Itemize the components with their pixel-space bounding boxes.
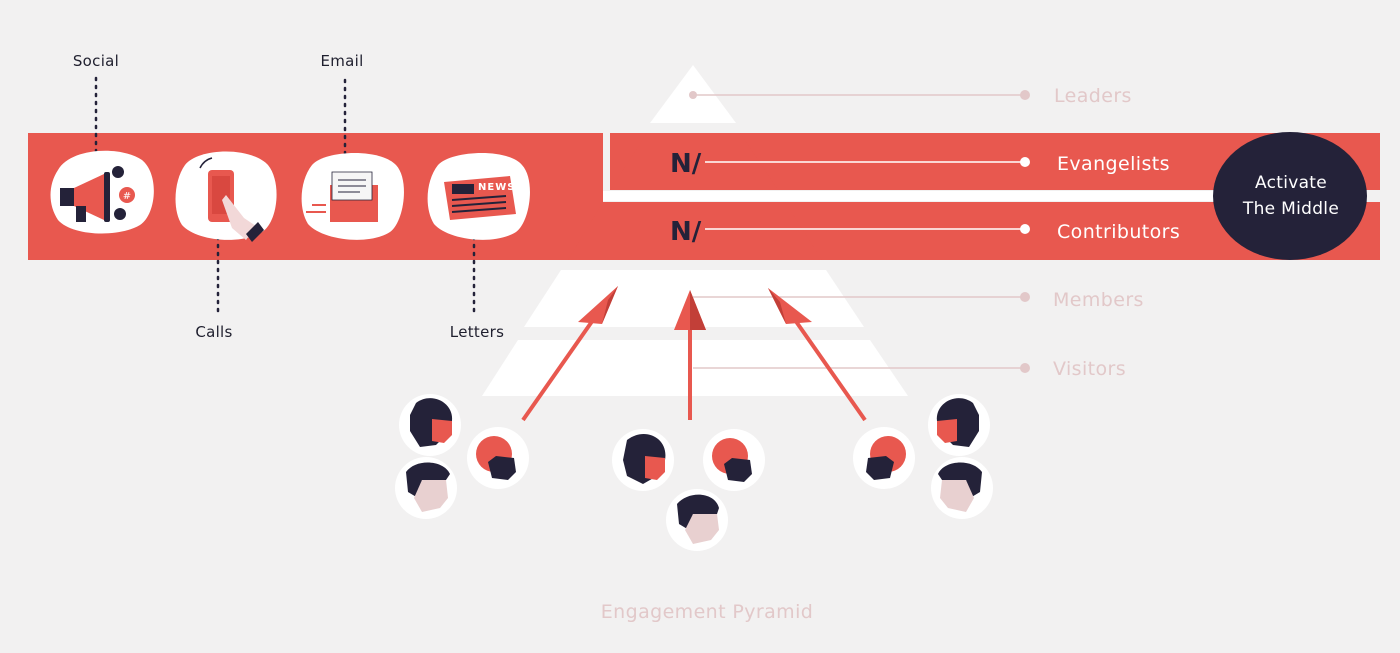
person-avatar <box>928 394 990 456</box>
contributors-badge: N/ <box>670 217 702 247</box>
tier-contributors-shape <box>568 202 822 260</box>
diagram-caption: Engagement Pyramid <box>601 601 813 623</box>
person-avatar <box>399 394 461 456</box>
tier-connectors <box>689 90 1030 373</box>
megaphone-icon: # <box>50 150 154 234</box>
newspaper-icon: NEWS <box>427 152 530 240</box>
tier-label-visitors: Visitors <box>1053 358 1126 380</box>
tier-label-members: Members <box>1053 289 1144 311</box>
phone-icon <box>175 151 277 242</box>
tier-members-shape <box>524 270 864 327</box>
person-avatar <box>666 489 728 551</box>
pyramid <box>482 65 1260 396</box>
activate-line2: The Middle <box>1242 199 1339 219</box>
person-avatar <box>703 429 765 491</box>
tier-label-leaders: Leaders <box>1054 85 1132 107</box>
evangelists-badge: N/ <box>670 149 702 179</box>
people <box>395 394 993 551</box>
envelope-icon <box>301 152 404 240</box>
channel-label-email: Email <box>320 52 363 70</box>
newspaper-text: NEWS <box>478 182 515 193</box>
person-avatar <box>395 457 457 519</box>
person-avatar <box>467 427 529 489</box>
tier-label-contributors: Contributors <box>1057 221 1180 243</box>
person-avatar <box>853 427 915 489</box>
person-avatar <box>612 429 674 491</box>
person-avatar <box>931 457 993 519</box>
arrows <box>521 286 867 422</box>
channel-label-social: Social <box>73 52 119 70</box>
tier-label-evangelists: Evangelists <box>1057 153 1170 175</box>
channel-label-calls: Calls <box>195 323 232 341</box>
activate-line1: Activate <box>1255 173 1327 193</box>
svg-text:#: # <box>123 191 131 202</box>
tier-evangelists-shape <box>610 133 778 190</box>
activate-callout: Activate The Middle <box>1213 132 1367 260</box>
channel-leaders <box>94 76 476 314</box>
channel-label-letters: Letters <box>450 323 504 341</box>
